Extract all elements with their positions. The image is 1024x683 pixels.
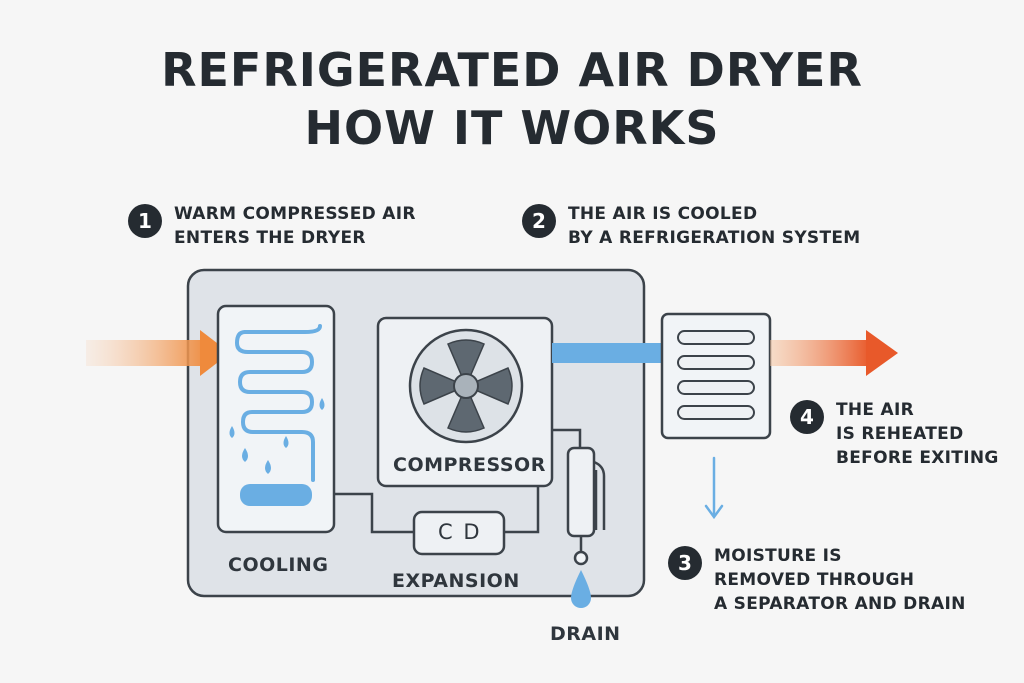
water-droplet <box>283 436 289 448</box>
separator <box>566 446 606 608</box>
step-1-line-1: WARM COMPRESSED AIR <box>174 204 416 224</box>
step-1-number: 1 <box>128 204 162 238</box>
water-droplet <box>319 398 325 410</box>
reheater-unit <box>660 312 772 440</box>
fan-hub <box>453 373 479 399</box>
step-1: 1 WARM COMPRESSED AIR ENTERS THE DRYER <box>128 202 416 250</box>
water-droplet <box>229 426 235 438</box>
down-arrow <box>704 456 724 520</box>
step-1-line-2: ENTERS THE DRYER <box>174 228 366 248</box>
inlet-arrow <box>86 330 230 376</box>
step-3-line-3: A SEPARATOR AND DRAIN <box>714 594 966 614</box>
step-2-line-1: THE AIR IS COOLED <box>568 204 758 224</box>
step-4-line-2: IS REHEATED <box>836 424 964 444</box>
water-droplet <box>265 460 271 474</box>
title-line-2: HOW IT WORKS <box>304 101 720 155</box>
title-line-1: REFRIGERATED AIR DRYER <box>161 43 863 97</box>
step-4-number: 4 <box>790 400 824 434</box>
drain-valve <box>573 550 589 566</box>
expansion-valve <box>412 510 506 556</box>
step-3-number: 3 <box>668 546 702 580</box>
water-droplet <box>242 448 248 462</box>
step-4-line-3: BEFORE EXITING <box>836 448 999 468</box>
cold-air-pipe <box>552 343 662 363</box>
step-2: 2 THE AIR IS COOLED BY A REFRIGERATION S… <box>522 202 861 250</box>
cooling-unit <box>216 304 336 534</box>
outlet-arrow <box>770 330 898 376</box>
cooling-label: COOLING <box>228 554 329 576</box>
drain-label: DRAIN <box>550 623 621 645</box>
compressor-unit <box>376 316 554 488</box>
step-2-number: 2 <box>522 204 556 238</box>
step-4-line-1: THE AIR <box>836 400 915 420</box>
step-3-line-2: REMOVED THROUGH <box>714 570 915 590</box>
fan-blades <box>419 339 513 433</box>
step-2-line-2: BY A REFRIGERATION SYSTEM <box>568 228 861 248</box>
drain-droplet <box>571 570 591 608</box>
expansion-label: EXPANSION <box>392 570 520 592</box>
water-reservoir <box>240 484 312 506</box>
step-4: 4 THE AIR IS REHEATED BEFORE EXITING <box>790 398 999 470</box>
step-3: 3 MOISTURE IS REMOVED THROUGH A SEPARATO… <box>668 544 966 616</box>
valve-symbol-label: C D <box>438 520 482 544</box>
compressor-label: COMPRESSOR <box>393 454 546 476</box>
step-3-line-1: MOISTURE IS <box>714 546 842 566</box>
